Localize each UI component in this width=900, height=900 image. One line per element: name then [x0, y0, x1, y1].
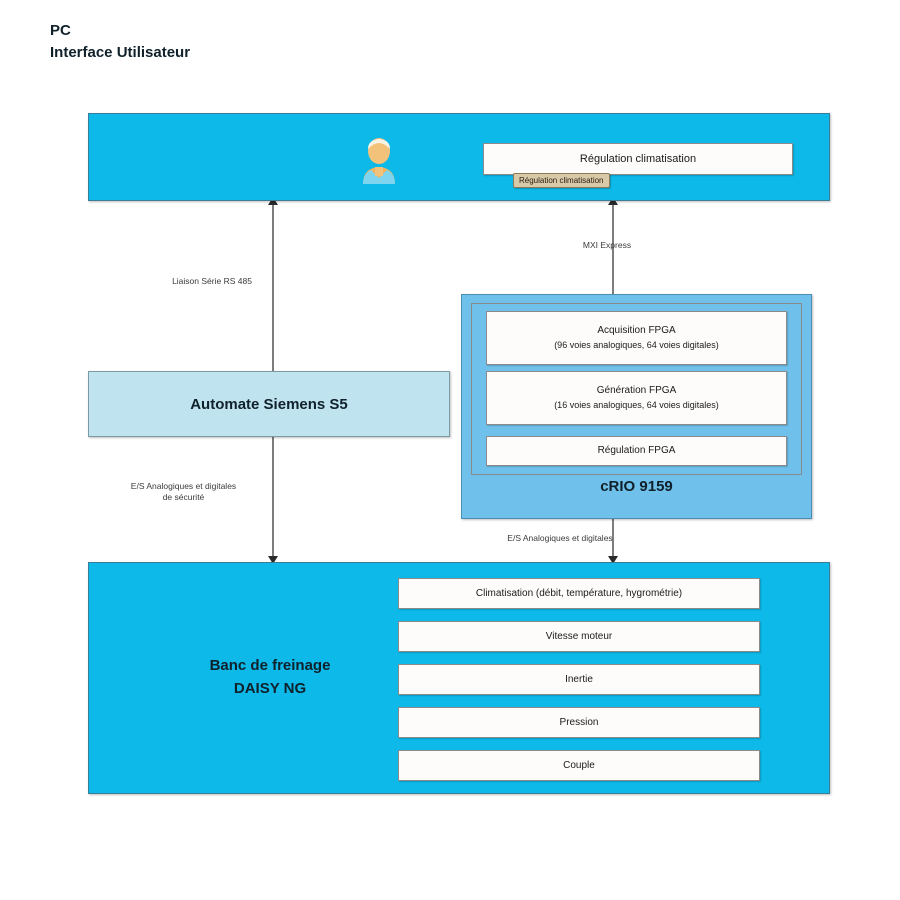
- sensor-label-couple: Couple: [563, 760, 595, 771]
- fpga-module-regulation[interactable]: Régulation FPGA: [486, 436, 787, 466]
- regulation-climatisation-label: Régulation climatisation: [579, 153, 697, 165]
- sensor-box-climatisation[interactable]: Climatisation (débit, température, hygro…: [398, 578, 760, 609]
- sensor-label-vitesse-moteur: Vitesse moteur: [545, 631, 613, 642]
- sensor-box-pression[interactable]: Pression: [398, 707, 760, 738]
- fpga-regulation-title: Régulation FPGA: [597, 444, 676, 456]
- connector-pc-automate-line: [272, 201, 274, 373]
- regulation-climatisation-box[interactable]: Régulation climatisation: [483, 143, 793, 175]
- connector-crio-bench-arrowhead: [608, 556, 618, 564]
- automate-siemens-block: Automate Siemens S5: [88, 371, 450, 437]
- connector-label-rs485: Liaison Série RS 485: [172, 276, 252, 286]
- automate-siemens-label: Automate Siemens S5: [190, 395, 348, 413]
- sensor-box-inertie[interactable]: Inertie: [398, 664, 760, 695]
- connector-automate-bench-arrowhead: [268, 556, 278, 564]
- sensor-label-inertie: Inertie: [565, 674, 593, 685]
- connector-label-es-analogiques-digitales: E/S Analogiques et digitales: [507, 533, 613, 543]
- sensor-label-climatisation: Climatisation (débit, température, hygro…: [475, 588, 683, 599]
- crio-name-label: cRIO 9159: [600, 478, 673, 495]
- fpga-module-acquisition[interactable]: Acquisition FPGA (96 voies analogiques, …: [486, 311, 787, 365]
- connector-automate-bench-line: [272, 437, 274, 564]
- connector-pc-crio-line: [612, 201, 614, 296]
- sensor-label-pression: Pression: [559, 717, 599, 728]
- regulation-climatisation-tooltip: Régulation climatisation: [513, 173, 610, 188]
- fpga-generation-title: Génération FPGA: [596, 385, 677, 397]
- fpga-acquisition-detail: (96 voies analogiques, 64 voies digitale…: [554, 339, 719, 350]
- fpga-generation-detail: (16 voies analogiques, 64 voies digitale…: [554, 399, 719, 410]
- connector-pc-automate-arrowhead: [268, 197, 278, 205]
- user-avatar-icon: [358, 135, 400, 185]
- sensor-box-couple[interactable]: Couple: [398, 750, 760, 781]
- fpga-module-generation[interactable]: Génération FPGA (16 voies analogiques, 6…: [486, 371, 787, 425]
- banc-de-freinage-label: Banc de freinage DAISY NG: [209, 657, 331, 697]
- connector-pc-crio-arrowhead: [608, 197, 618, 205]
- connector-label-es-securite: E/S Analogiques et digitales de sécurité: [130, 481, 237, 502]
- pc-block-title: PC Interface Utilisateur: [50, 22, 191, 61]
- connector-crio-bench-line: [612, 519, 614, 564]
- connector-label-mxi-express: MXI Express: [582, 240, 632, 250]
- sensor-box-vitesse-moteur[interactable]: Vitesse moteur: [398, 621, 760, 652]
- fpga-acquisition-title: Acquisition FPGA: [597, 325, 676, 337]
